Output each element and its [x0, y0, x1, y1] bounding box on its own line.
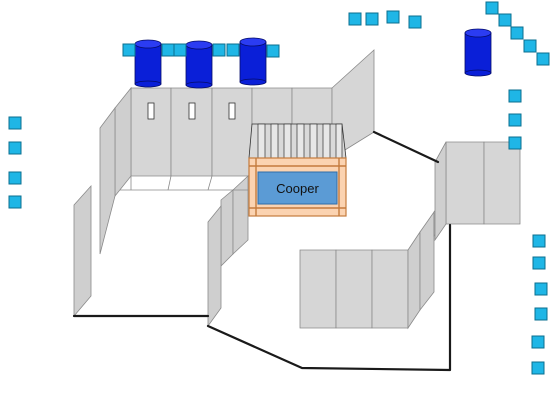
barrel-1[interactable] [134, 39, 162, 88]
front-panel-2 [335, 249, 373, 329]
left-panel-mid [99, 106, 116, 255]
side-panel-2 [419, 210, 435, 312]
wall-panels [73, 49, 521, 330]
back-panel-2 [170, 87, 213, 177]
feeder-cube[interactable] [510, 26, 524, 40]
feeder-cube[interactable] [531, 335, 545, 349]
feeder-cube[interactable] [266, 44, 280, 58]
front-panel-1 [299, 249, 337, 329]
feeder-cube[interactable] [534, 307, 548, 321]
barrel-4[interactable] [464, 28, 492, 77]
feeder-cube[interactable] [498, 13, 512, 27]
feeder-cube[interactable] [532, 234, 546, 248]
door-slot-3 [228, 102, 236, 120]
stall-door-slots [147, 102, 236, 120]
left-panel-lower [73, 184, 92, 318]
barrel-3[interactable] [239, 37, 267, 86]
right-panel-2 [483, 141, 521, 225]
feeder-cube[interactable] [508, 136, 522, 150]
crate[interactable]: Cooper [248, 123, 347, 217]
feeder-cube[interactable] [8, 171, 22, 185]
feeder-cube[interactable] [226, 43, 240, 57]
door-slot-2 [188, 102, 196, 120]
enclosure-label-box [257, 171, 338, 205]
feeder-cube[interactable] [122, 43, 136, 57]
door-slot-1 [147, 102, 155, 120]
feeder-cube[interactable] [508, 113, 522, 127]
back-panel-5 [291, 87, 333, 126]
feeder-cube[interactable] [365, 12, 379, 26]
enclosure-label: Cooper [276, 181, 319, 196]
barrels [134, 28, 492, 89]
floor-edge-right [206, 223, 452, 372]
feeder-cube[interactable] [8, 141, 22, 155]
feeder-cube[interactable] [523, 39, 537, 53]
divider-panel-2 [232, 175, 249, 255]
feeder-cube[interactable] [532, 256, 546, 270]
feeder-cube[interactable] [386, 10, 400, 24]
feeder-cube[interactable] [173, 43, 187, 57]
barrel-2[interactable] [185, 40, 213, 89]
feeder-cube[interactable] [508, 89, 522, 103]
feeder-cube[interactable] [536, 52, 550, 66]
back-panel-3 [211, 87, 253, 177]
feeder-cube[interactable] [8, 195, 22, 209]
floor-outline [72, 130, 452, 372]
feeder-cube[interactable] [161, 43, 175, 57]
side-panel-1 [407, 230, 421, 330]
crate-bars [257, 123, 343, 159]
divider-panel-1 [220, 189, 234, 267]
stall-divider-line-3 [207, 175, 213, 191]
feeder-cube[interactable] [408, 15, 422, 29]
right-panel-side [434, 141, 447, 242]
feeder-cube[interactable] [534, 282, 548, 296]
feeder-cube[interactable] [531, 361, 545, 375]
feeder-cube[interactable] [485, 1, 499, 15]
feeder-cubes [8, 1, 550, 375]
stall-divider-line-2 [167, 175, 172, 191]
feeder-cube[interactable] [348, 12, 362, 26]
right-panel-1 [445, 141, 485, 225]
floor-edge-back [372, 130, 440, 164]
front-panel-3 [371, 249, 409, 329]
divider-panel-3 [207, 204, 222, 328]
feeder-cube[interactable] [212, 43, 226, 57]
back-panel-1 [130, 87, 172, 177]
left-panel-upper [114, 86, 132, 198]
feeder-cube[interactable] [8, 116, 22, 130]
